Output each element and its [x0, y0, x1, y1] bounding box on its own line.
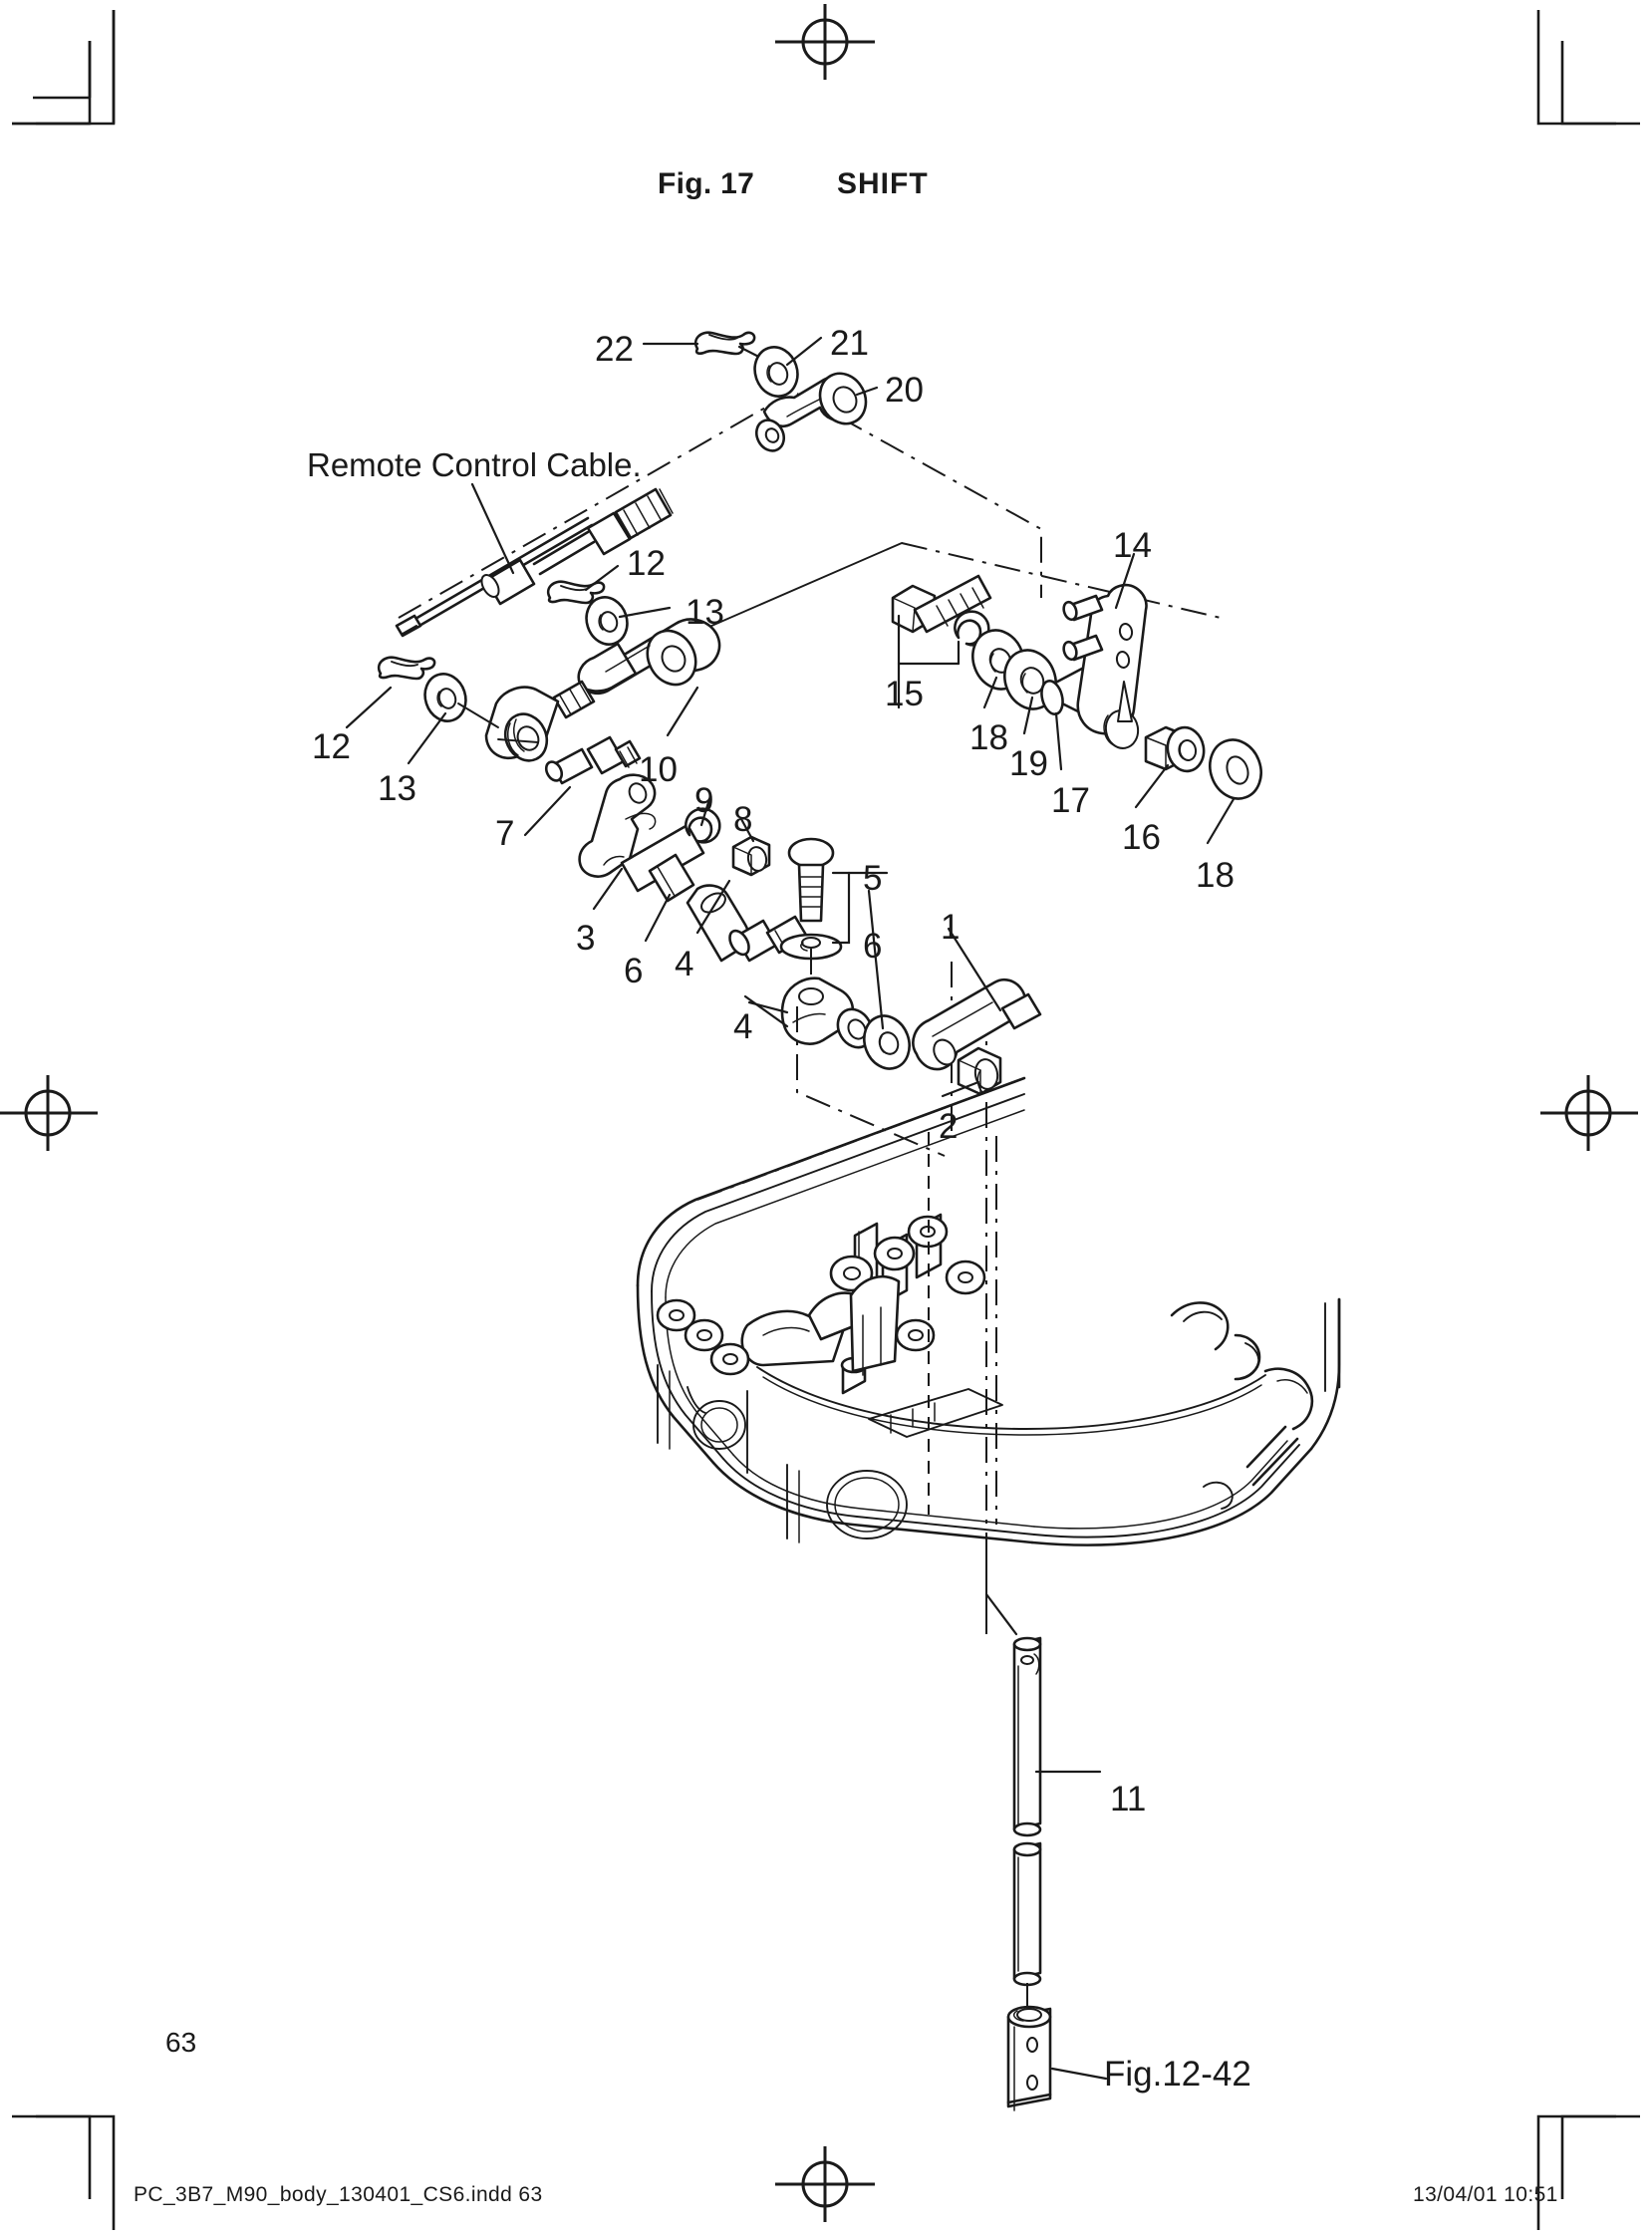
- part-group-lower-link: [743, 889, 1042, 1157]
- part-callout-13: 13: [378, 769, 416, 808]
- part-group-top-link: [642, 331, 879, 452]
- part-18-washer-lower: [1209, 738, 1262, 800]
- part-3-bracket: [578, 773, 657, 878]
- part-group-right: [891, 552, 1262, 845]
- part-callout-4: 4: [733, 1007, 753, 1046]
- page-number: 63: [165, 2027, 197, 2058]
- footer-filename: PC_3B7_M90_body_130401_CS6.indd 63: [134, 2183, 543, 2206]
- part-9-washer: [685, 807, 721, 844]
- part-callout-16: 16: [1122, 818, 1161, 857]
- part-1-arm: [912, 978, 1042, 1071]
- part-callout-17: 17: [1051, 781, 1090, 820]
- part-callout-5: 5: [863, 859, 883, 898]
- part-callout-12: 12: [627, 544, 666, 583]
- part-callout-11: 11: [1110, 1780, 1147, 1819]
- part-callout-15: 15: [885, 675, 924, 713]
- part-4-shaft: [620, 823, 809, 963]
- part-callout-10: 10: [639, 750, 678, 789]
- part-7-pin: [497, 735, 642, 837]
- registration-target-left: [0, 1075, 98, 1151]
- housing-left-bosses: [656, 1298, 750, 1376]
- engine-housing: [636, 1076, 1341, 1546]
- part-callout-3: 3: [576, 919, 596, 958]
- part-callout-21: 21: [830, 324, 869, 363]
- part-10-yoke: [484, 686, 560, 762]
- part-4-yoke-lower: [780, 977, 874, 1049]
- part-callout-18: 18: [969, 718, 1008, 757]
- center-lines: [398, 393, 1222, 1634]
- remote-control-cable-label: Remote Control Cable.: [307, 446, 642, 483]
- part-6-washer-lower: [863, 1014, 911, 1070]
- part-11-shaft: [1012, 1636, 1042, 1837]
- registration-target-right: [1540, 1075, 1638, 1151]
- figure-number: Fig. 17: [658, 167, 755, 200]
- part-callout-6: 6: [863, 927, 883, 966]
- part-callout-20: 20: [885, 371, 924, 410]
- registration-target-top: [775, 4, 875, 80]
- part-15-bolt: [891, 574, 992, 634]
- part-callout-1: 1: [941, 908, 961, 947]
- remote-control-cable: [395, 482, 674, 638]
- part-16-nut: [1144, 725, 1206, 773]
- part-5-bolt: [787, 837, 835, 923]
- part-10-link: [552, 618, 721, 719]
- part-8-nut: [731, 835, 771, 877]
- coupler-fig-12-42: [1006, 2005, 1052, 2111]
- part-callout-6: 6: [624, 952, 644, 990]
- part-13-washer-lower: [423, 673, 467, 722]
- part-callout-13: 13: [686, 593, 724, 632]
- part-callout-14: 14: [1113, 526, 1152, 565]
- part-callout-7: 7: [495, 814, 515, 853]
- cross-reference-label: Fig.12-42: [1104, 2055, 1251, 2094]
- part-group-link-10: [345, 564, 721, 765]
- crop-marks: [12, 10, 1640, 2230]
- part-group-shaft-11: [984, 1554, 1108, 2111]
- part-22-clip: [693, 331, 756, 356]
- part-12-clip-lower: [377, 656, 436, 681]
- part-callout-8: 8: [733, 800, 753, 839]
- registration-target-bottom: [775, 2146, 875, 2222]
- part-callout-22: 22: [595, 330, 634, 369]
- part-group-bracket-3: [578, 773, 809, 963]
- part-callout-2: 2: [939, 1107, 959, 1146]
- part-2-nut: [957, 1046, 1002, 1096]
- part-callout-9: 9: [694, 781, 714, 820]
- part-11-shaft-lower: [1012, 1841, 1042, 1987]
- part-callout-18: 18: [1196, 856, 1235, 895]
- part-callout-19: 19: [1009, 744, 1048, 783]
- housing-bosses: [740, 1213, 986, 1395]
- part-21-washer: [753, 346, 799, 398]
- part-callout-4: 4: [675, 945, 694, 983]
- figure-title: SHIFT: [837, 167, 929, 200]
- part-14-lever: [1062, 583, 1148, 749]
- part-20-rod-end: [754, 372, 868, 452]
- part-callout-12: 12: [312, 727, 351, 766]
- footer-timestamp: 13/04/01 10:51: [1413, 2183, 1558, 2206]
